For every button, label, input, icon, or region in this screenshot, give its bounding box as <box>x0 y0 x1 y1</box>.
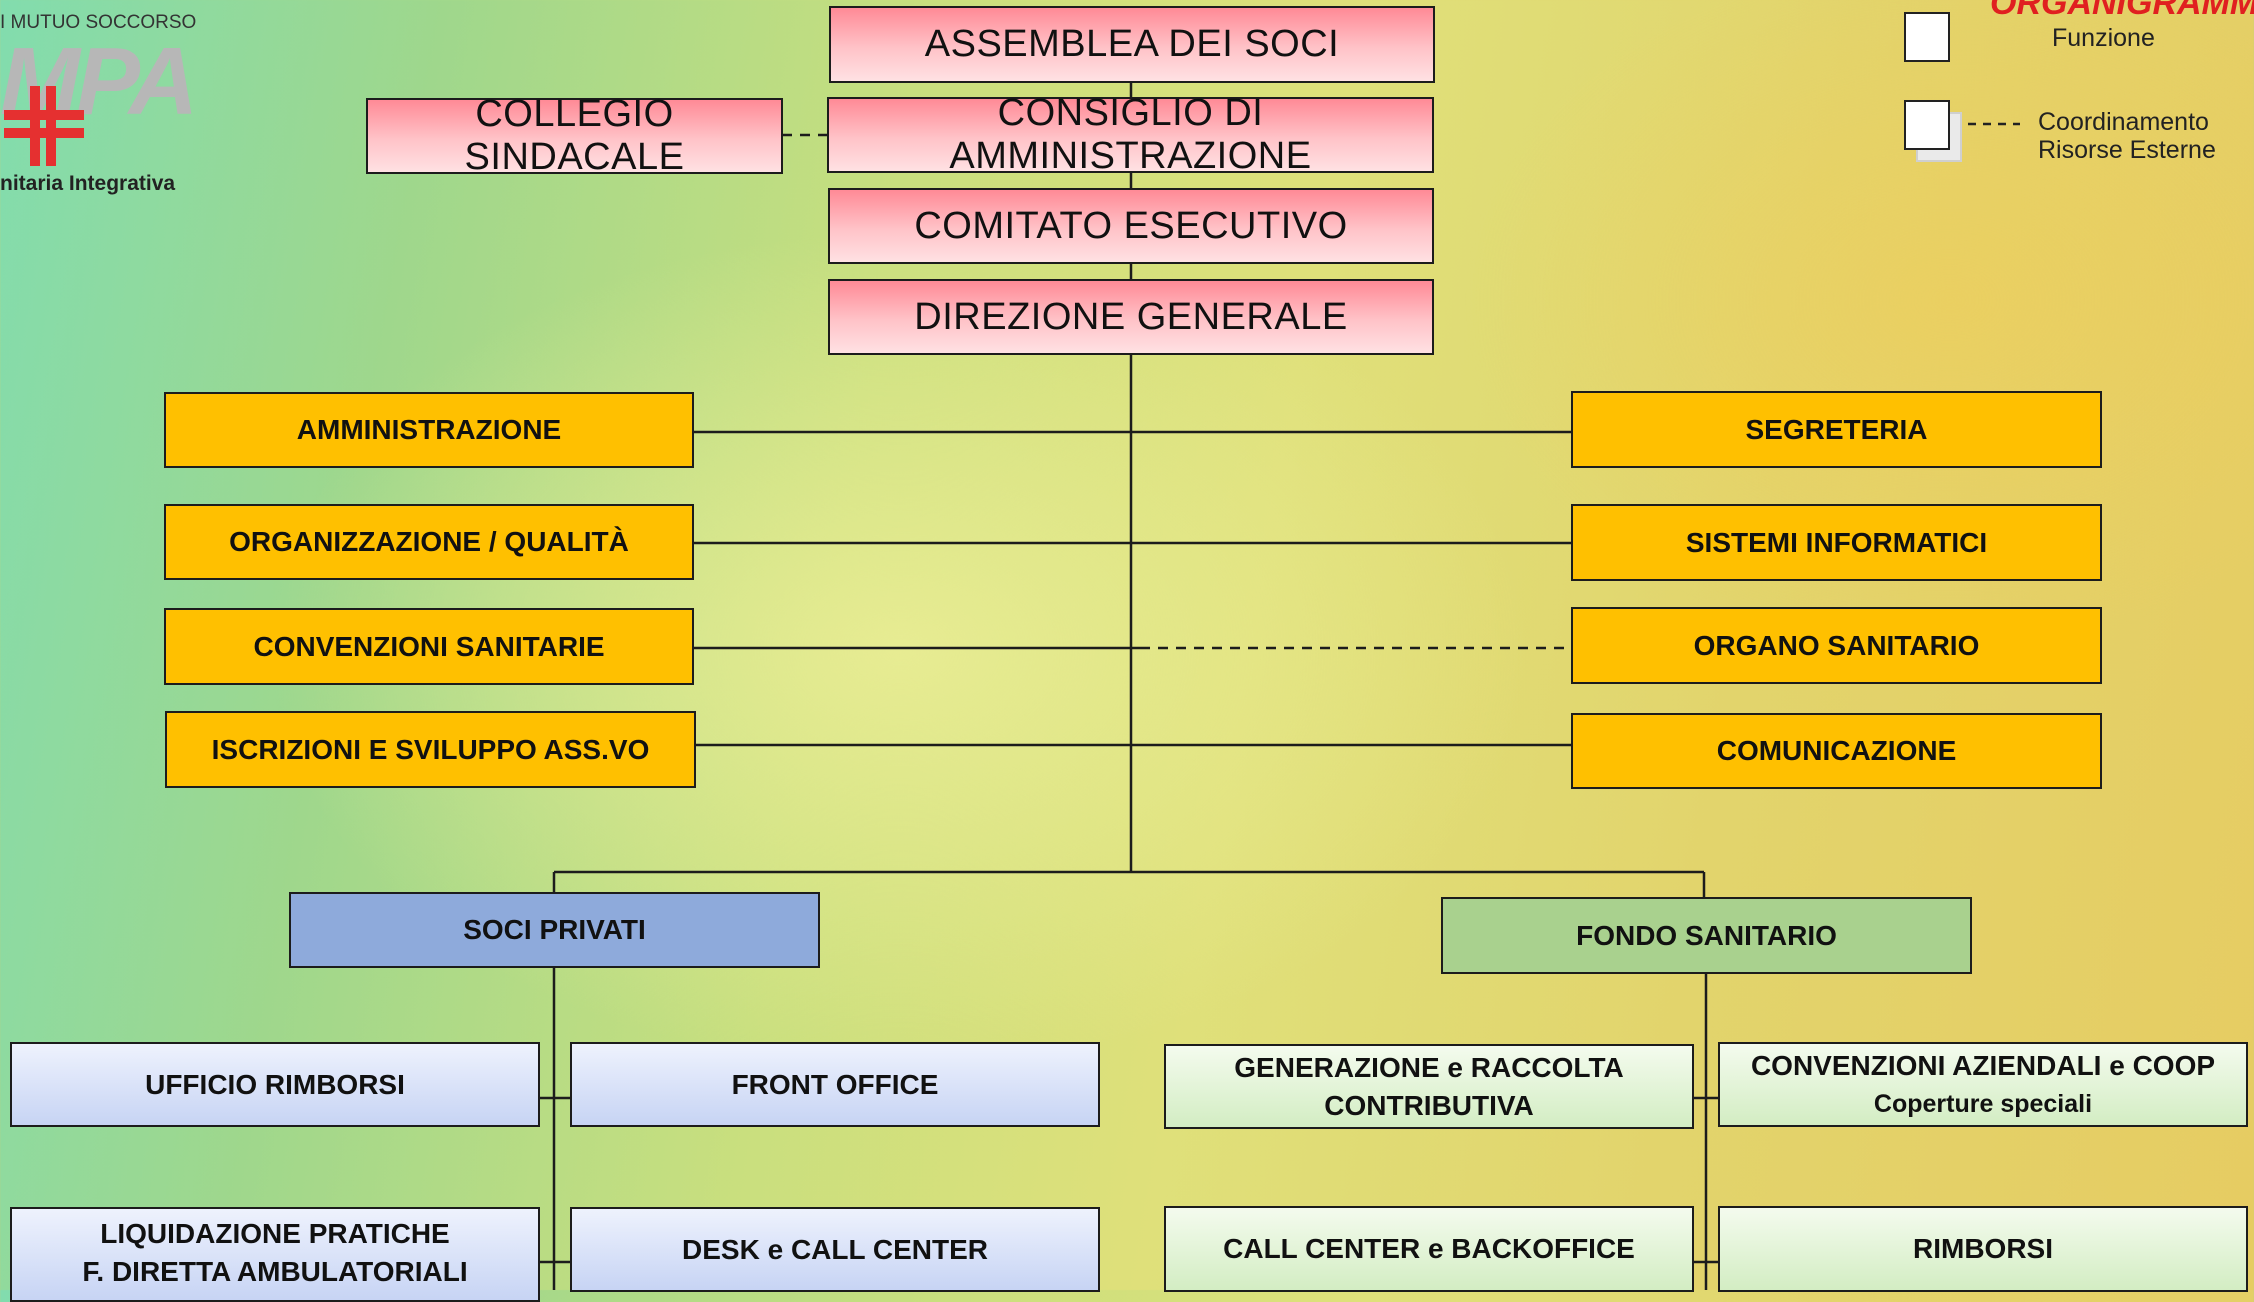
legend-title: ORGANIGRAMMA <box>1990 0 2254 22</box>
legend-coordination-line2: Risorse Esterne <box>2038 136 2216 164</box>
staff-label: COMUNICAZIONE <box>1716 735 1957 766</box>
unit-label-line1: GENERAZIONE e RACCOLTA <box>1234 1051 1624 1083</box>
staff-label: SEGRETERIA <box>1745 413 1928 445</box>
fondo-sanitario-label: FONDO SANITARIO <box>1576 919 1837 951</box>
unit-desk-call-center: DESK e CALL CENTER <box>570 1207 1100 1292</box>
collegio-sindacale-box: COLLEGIO SINDACALE <box>366 93 783 178</box>
comitato-esecutivo-label: COMITATO ESECUTIVO <box>914 204 1348 247</box>
staff-box-convenzioni-sanitarie: CONVENZIONI SANITARIE <box>164 608 694 685</box>
soci-privati-label: SOCI PRIVATI <box>463 914 646 945</box>
unit-label-line1: CONVENZIONI AZIENDALI e COOP <box>1750 1049 2216 1081</box>
legend-coordination-label: Coordinamento Risorse Esterne <box>2038 108 2216 164</box>
unit-front-office: FRONT OFFICE <box>570 1042 1100 1127</box>
comitato-esecutivo-box: COMITATO ESECUTIVO <box>828 188 1434 264</box>
unit-rimborsi: RIMBORSI <box>1718 1206 2248 1292</box>
logo-bottom-text: nitaria Integrativa <box>0 172 176 195</box>
staff-box-sistemi-informatici: SISTEMI INFORMATICI <box>1571 504 2102 581</box>
unit-label-line2: CONTRIBUTIVA <box>1324 1089 1534 1121</box>
consiglio-di-amministrazione-box: CONSIGLIO DI AMMINISTRAZIONE <box>827 92 1434 177</box>
red-cross-icon <box>4 86 84 166</box>
fondo-sanitario-box: FONDO SANITARIO <box>1441 897 1972 974</box>
staff-box-amministrazione: AMMINISTRAZIONE <box>164 392 694 468</box>
soci-privati-box: SOCI PRIVATI <box>289 892 820 968</box>
unit-label-line2: Coperture speciali <box>1873 1089 2093 1118</box>
assemblea-dei-soci-label: ASSEMBLEA DEI SOCI <box>924 23 1340 65</box>
unit-convenzioni-aziendali: CONVENZIONI AZIENDALI e COOP Coperture s… <box>1718 1042 2248 1127</box>
staff-box-iscrizioni-sviluppo: ISCRIZIONI E SVILUPPO ASS.VO <box>165 711 696 788</box>
staff-box-organizzazione-qualita: ORGANIZZAZIONE / QUALITÀ <box>164 504 694 580</box>
direzione-generale-box: DIREZIONE GENERALE <box>828 279 1434 355</box>
legend-function-box <box>1904 12 1950 62</box>
staff-box-segreteria: SEGRETERIA <box>1571 391 2102 468</box>
staff-label: SISTEMI INFORMATICI <box>1685 526 1988 558</box>
unit-label-line2: F. DIRETTA AMBULATORIALI <box>82 1256 468 1287</box>
unit-generazione-raccolta: GENERAZIONE e RACCOLTA CONTRIBUTIVA <box>1164 1044 1694 1129</box>
unit-label-line1: LIQUIDAZIONE PRATICHE <box>100 1218 450 1249</box>
staff-label: CONVENZIONI SANITARIE <box>253 630 605 662</box>
staff-label: ORGANO SANITARIO <box>1693 629 1980 661</box>
collegio-sindacale-label: COLLEGIO SINDACALE <box>464 93 685 178</box>
staff-label: AMMINISTRAZIONE <box>296 414 562 445</box>
logo-top-text: I MUTUO SOCCORSO <box>0 12 197 33</box>
unit-label: CALL CENTER e BACKOFFICE <box>1223 1233 1635 1264</box>
consiglio-di-amministrazione-label: CONSIGLIO DI AMMINISTRAZIONE <box>949 92 1312 177</box>
staff-label: ISCRIZIONI E SVILUPPO ASS.VO <box>211 733 650 765</box>
assemblea-dei-soci-box: ASSEMBLEA DEI SOCI <box>829 6 1435 83</box>
unit-ufficio-rimborsi: UFFICIO RIMBORSI <box>10 1042 540 1127</box>
staff-box-organo-sanitario: ORGANO SANITARIO <box>1571 607 2102 684</box>
legend-function-label: Funzione <box>2052 24 2155 52</box>
unit-label: DESK e CALL CENTER <box>682 1233 988 1265</box>
legend-coordination-line1: Coordinamento <box>2038 108 2209 136</box>
unit-liquidazione-pratiche: LIQUIDAZIONE PRATICHE F. DIRETTA AMBULAT… <box>10 1207 540 1302</box>
unit-label: FRONT OFFICE <box>731 1068 939 1100</box>
staff-box-comunicazione: COMUNICAZIONE <box>1571 713 2102 789</box>
direzione-generale-label: DIREZIONE GENERALE <box>914 295 1348 338</box>
unit-label: RIMBORSI <box>1913 1233 2053 1264</box>
staff-label: ORGANIZZAZIONE / QUALITÀ <box>229 526 629 557</box>
unit-label: UFFICIO RIMBORSI <box>145 1068 405 1100</box>
unit-call-center-backoffice: CALL CENTER e BACKOFFICE <box>1164 1206 1694 1292</box>
legend-coordination-box <box>1904 100 1950 150</box>
